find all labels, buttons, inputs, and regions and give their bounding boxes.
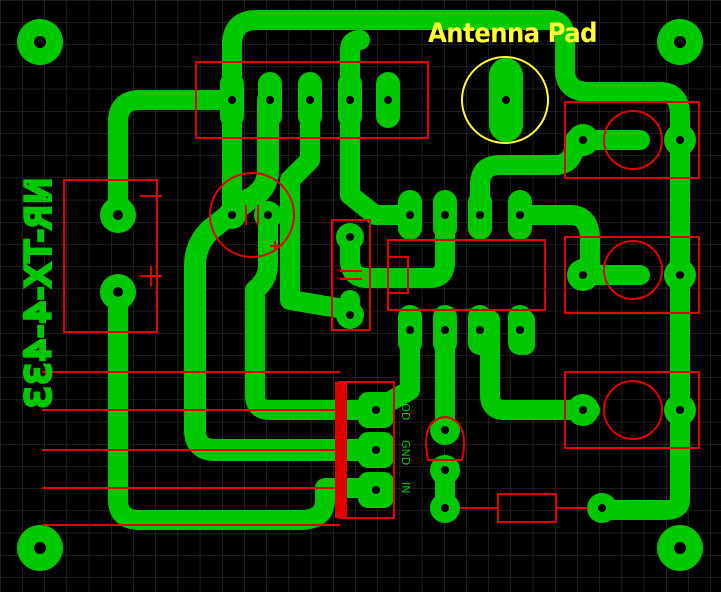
antenna-highlight-circle: [461, 56, 549, 144]
pin-label-gnd: GND: [399, 440, 412, 465]
board-label: NR-TX-4-433: [19, 178, 59, 410]
component-outline: [564, 371, 700, 449]
pin-label-in: IN: [399, 482, 412, 493]
silkscreen: [42, 61, 700, 526]
pin-label-iod: IOD: [399, 400, 412, 420]
component-outline: [564, 236, 700, 314]
antenna-pad-annotation: Antenna Pad: [428, 18, 597, 49]
electrolytic-capacitor-outline: [209, 172, 295, 258]
component-outline: [564, 101, 700, 179]
battery-outline: [63, 179, 158, 333]
connector-bar: [335, 382, 347, 518]
header-outline: [195, 61, 429, 139]
ceramic-capacitor-outline: [331, 219, 371, 331]
board-label-group: NR-TX-4-433: [17, 176, 61, 412]
drill-holes: [34, 36, 686, 554]
